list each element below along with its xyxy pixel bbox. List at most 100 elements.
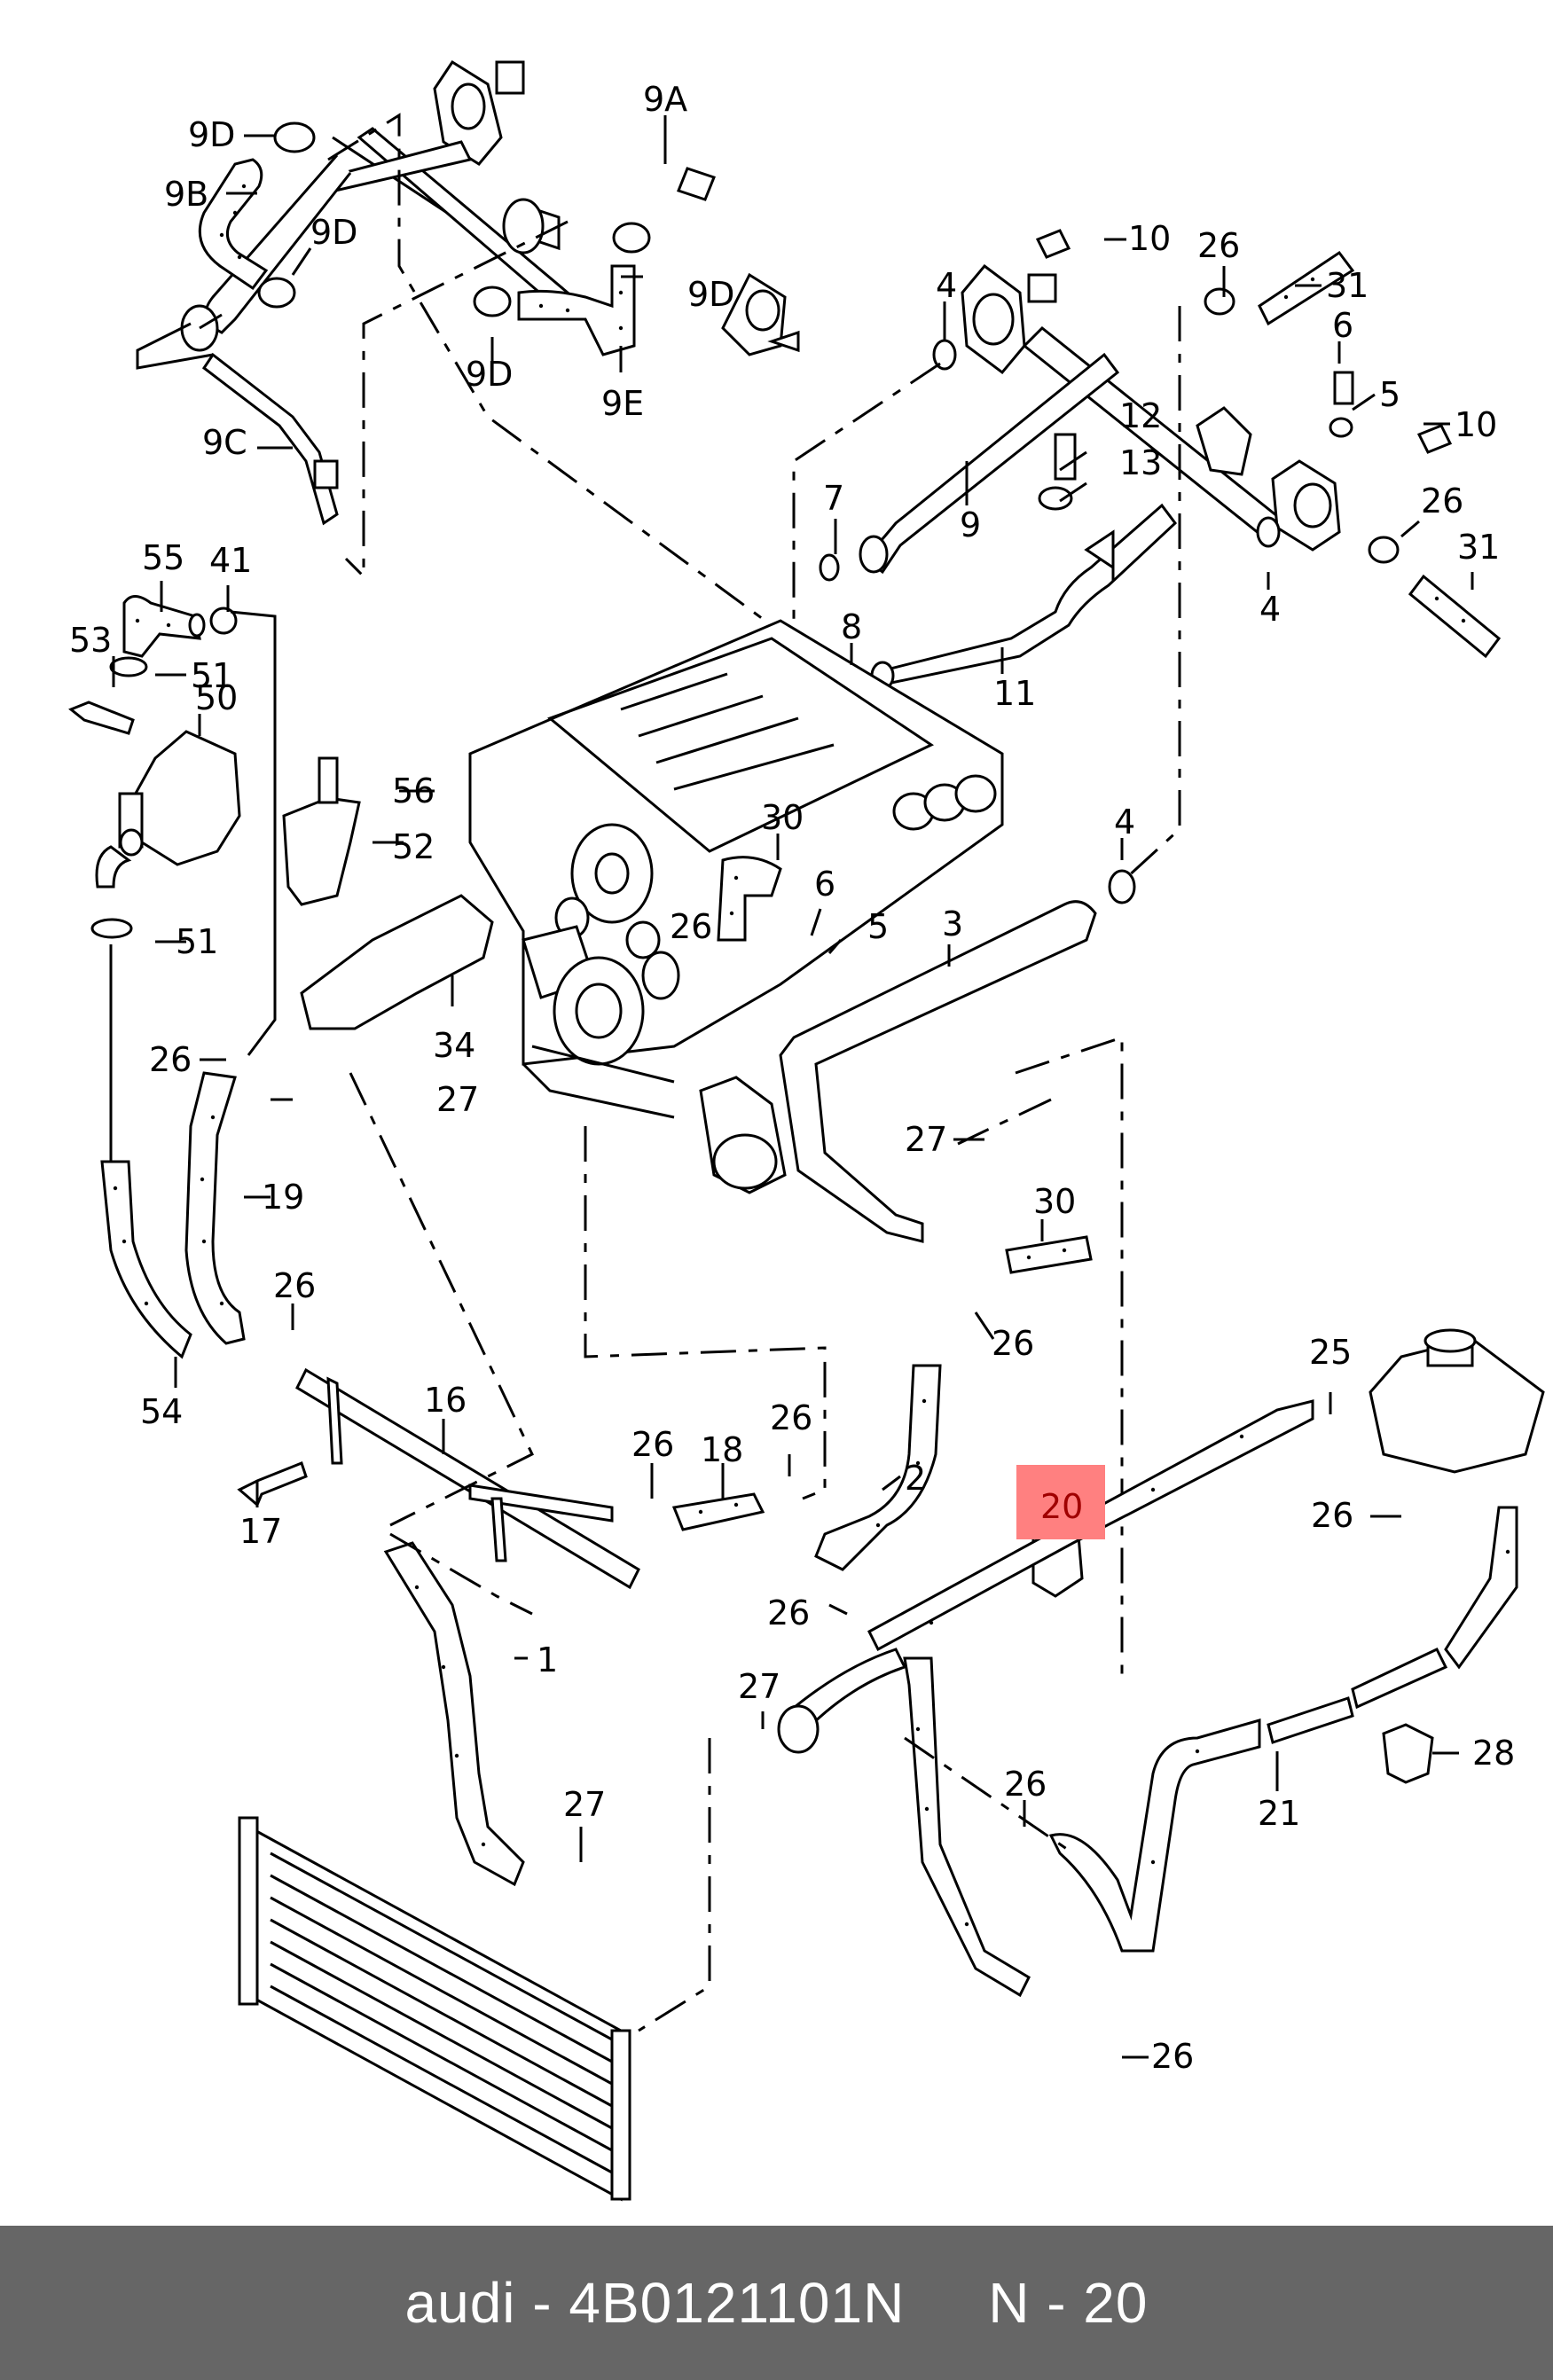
hose-30-lower bbox=[1005, 1235, 1093, 1274]
callout-51-a: 51 bbox=[191, 656, 233, 695]
hose-19 bbox=[184, 1071, 246, 1345]
callout-41: 41 bbox=[209, 541, 252, 580]
callout-5-b: 5 bbox=[867, 907, 889, 946]
radiator bbox=[238, 1816, 631, 2202]
callout-9C: 9C bbox=[202, 423, 247, 462]
bracket-pipe-9c bbox=[201, 352, 339, 526]
callout-3: 3 bbox=[942, 904, 963, 943]
coolant-pipe-9a-assembly bbox=[180, 59, 800, 356]
callout-56: 56 bbox=[392, 771, 435, 810]
callout-31-b: 31 bbox=[1457, 528, 1500, 567]
caption-separator: - bbox=[515, 2271, 569, 2335]
callout-27-d: 27 bbox=[563, 1785, 606, 1824]
bolt-53 bbox=[68, 701, 135, 735]
callout-26-j: 26 bbox=[1311, 1496, 1353, 1535]
callout-26-d: 26 bbox=[149, 1040, 192, 1079]
pipe-3 bbox=[779, 900, 1097, 1243]
hoses-31 bbox=[1258, 250, 1502, 659]
callout-30-b: 30 bbox=[1033, 1182, 1076, 1221]
callout-4-b: 4 bbox=[1259, 590, 1281, 629]
callout-28: 28 bbox=[1472, 1734, 1515, 1773]
callout-16: 16 bbox=[424, 1381, 467, 1420]
coolant-system-parts-diagram: 9D 9B 9D 9C 9A 9D 9D 9E 10 26 31 4 6 5 1… bbox=[68, 59, 1545, 2202]
caption-gap bbox=[905, 2270, 988, 2336]
callout-9: 9 bbox=[960, 505, 981, 544]
callout-8: 8 bbox=[841, 607, 862, 646]
coolant-pipe-9 bbox=[859, 263, 1341, 575]
pipe-16 bbox=[295, 1367, 640, 1590]
caption-part-number: 4B0121101N bbox=[569, 2271, 906, 2335]
callout-9D-a: 9D bbox=[188, 115, 235, 154]
callout-53: 53 bbox=[69, 621, 112, 660]
highlight-box-20 bbox=[1016, 1465, 1105, 1539]
hose-9b bbox=[198, 158, 269, 291]
callout-55: 55 bbox=[142, 538, 184, 577]
callout-4-c: 4 bbox=[1114, 802, 1135, 842]
callout-1: 1 bbox=[537, 1640, 558, 1679]
hose-9e bbox=[517, 264, 636, 356]
bracket-34 bbox=[300, 894, 494, 1030]
callout-6-a: 6 bbox=[1332, 306, 1353, 345]
hose-clamps-9d bbox=[257, 121, 651, 317]
callout-11: 11 bbox=[993, 674, 1036, 713]
hose-2 bbox=[814, 1364, 942, 1571]
hose-55 bbox=[122, 595, 206, 658]
callout-19: 19 bbox=[262, 1178, 304, 1217]
callout-13: 13 bbox=[1119, 443, 1162, 482]
hose-18 bbox=[671, 1492, 765, 1531]
callout-30-a: 30 bbox=[761, 798, 804, 837]
callout-26-g: 26 bbox=[631, 1425, 674, 1464]
bolt-17 bbox=[237, 1461, 308, 1507]
callout-26-e: 26 bbox=[273, 1266, 316, 1305]
callout-10-a: 10 bbox=[1128, 219, 1171, 258]
callout-17: 17 bbox=[239, 1512, 282, 1551]
clamp-41 bbox=[209, 607, 238, 635]
callout-9E: 9E bbox=[601, 384, 644, 423]
expansion-tank bbox=[1369, 1328, 1545, 1474]
hose-21 bbox=[1048, 1506, 1518, 1953]
bracket-28 bbox=[1382, 1723, 1434, 1784]
callout-5-a: 5 bbox=[1379, 375, 1400, 414]
callout-6-b: 6 bbox=[814, 865, 835, 904]
callout-7: 7 bbox=[823, 479, 844, 518]
callout-25: 25 bbox=[1309, 1333, 1352, 1372]
engine-block bbox=[468, 619, 1004, 1194]
callout-51-b: 51 bbox=[176, 922, 218, 961]
hose-lower-right bbox=[777, 1648, 1031, 1998]
callout-26-h: 26 bbox=[770, 1398, 812, 1437]
callout-26-f: 26 bbox=[992, 1324, 1034, 1363]
callout-26-l: 26 bbox=[1151, 2037, 1194, 2076]
clamp-51-lower bbox=[90, 918, 133, 939]
callout-50: 50 bbox=[195, 678, 238, 717]
callout-26-i: 26 bbox=[767, 1593, 810, 1632]
callout-10-b: 10 bbox=[1455, 405, 1497, 444]
callout-34: 34 bbox=[433, 1026, 475, 1065]
callout-27-a: 27 bbox=[436, 1080, 479, 1119]
auxiliary-pump-50 bbox=[95, 730, 241, 889]
callout-12: 12 bbox=[1119, 396, 1162, 435]
caption-callout: N - 20 bbox=[988, 2271, 1149, 2335]
callout-26-b: 26 bbox=[1421, 481, 1463, 521]
callout-31-a: 31 bbox=[1326, 266, 1369, 305]
callout-27-b: 27 bbox=[905, 1120, 947, 1159]
callout-52: 52 bbox=[392, 827, 435, 866]
bolt-56 bbox=[318, 756, 339, 804]
caption-bar: audi - 4B0121101N N - 20 bbox=[0, 2226, 1553, 2380]
callout-labels: 9D 9B 9D 9C 9A 9D 9D 9E 10 26 31 4 6 5 1… bbox=[69, 80, 1515, 2076]
callout-20: 20 bbox=[1040, 1487, 1083, 1526]
callout-27-c: 27 bbox=[738, 1667, 780, 1706]
callout-18: 18 bbox=[701, 1430, 743, 1469]
callout-9D-c: 9D bbox=[687, 275, 734, 314]
callout-9A: 9A bbox=[643, 80, 687, 119]
callout-2: 2 bbox=[905, 1459, 926, 1498]
callout-26-c: 26 bbox=[670, 907, 712, 946]
callout-26-a: 26 bbox=[1197, 226, 1240, 265]
callout-9B: 9B bbox=[164, 175, 208, 214]
hose-1 bbox=[383, 1541, 525, 1887]
hose-30-upper bbox=[717, 856, 782, 942]
callout-9D-d: 9D bbox=[466, 355, 513, 394]
callout-4-a: 4 bbox=[936, 266, 957, 305]
callout-9D-b: 9D bbox=[310, 213, 357, 252]
caption-brand: audi bbox=[404, 2271, 516, 2335]
callout-54: 54 bbox=[140, 1392, 183, 1431]
